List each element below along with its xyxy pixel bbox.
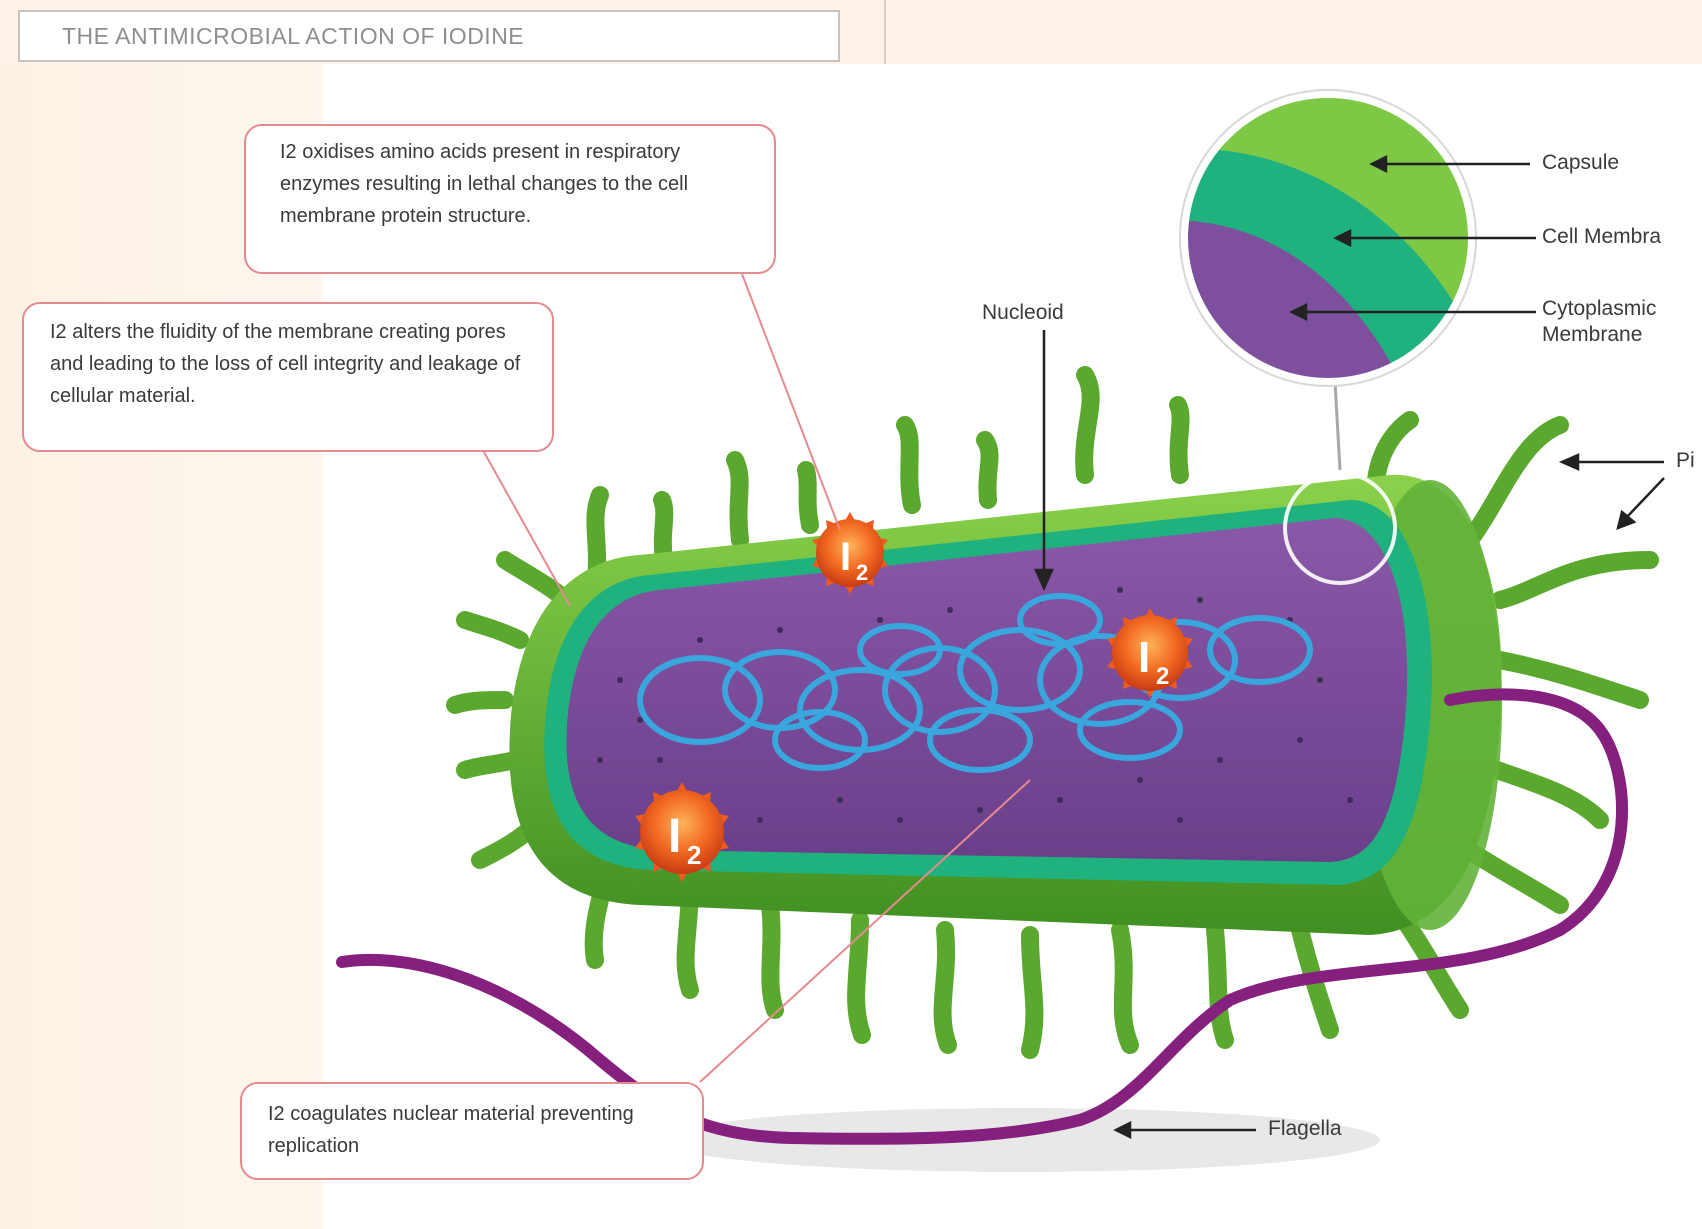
- iodine-letter: I: [1138, 633, 1150, 682]
- callout-coagulates: I2 coagulates nuclear material preventin…: [240, 1082, 704, 1180]
- callout-coagulates-text: I2 coagulates nuclear material preventin…: [268, 1103, 634, 1157]
- label-flagella: Flagella: [1268, 1116, 1342, 1142]
- iodine-letter: I: [840, 535, 851, 579]
- label-cytoplasmic-line1: Cytoplasmic: [1542, 296, 1656, 322]
- label-cell-membrane: Cell Membra: [1542, 224, 1661, 250]
- iodine-subscript: 2: [1156, 663, 1169, 690]
- iodine-letter: I: [668, 810, 681, 863]
- callout-fluidity: I2 alters the fluidity of the membrane c…: [22, 302, 554, 452]
- callout-fluidity-text: I2 alters the fluidity of the membrane c…: [50, 321, 520, 407]
- label-pili: Pi: [1676, 448, 1695, 474]
- label-nucleoid: Nucleoid: [982, 300, 1064, 326]
- callout-oxidises-text: I2 oxidises amino acids present in respi…: [280, 141, 688, 227]
- iodine-subscript: 2: [856, 560, 868, 585]
- iodine-subscript: 2: [687, 840, 701, 870]
- label-cytoplasmic-line2: Membrane: [1542, 322, 1642, 348]
- label-capsule: Capsule: [1542, 150, 1619, 176]
- callout-oxidises: I2 oxidises amino acids present in respi…: [244, 124, 776, 274]
